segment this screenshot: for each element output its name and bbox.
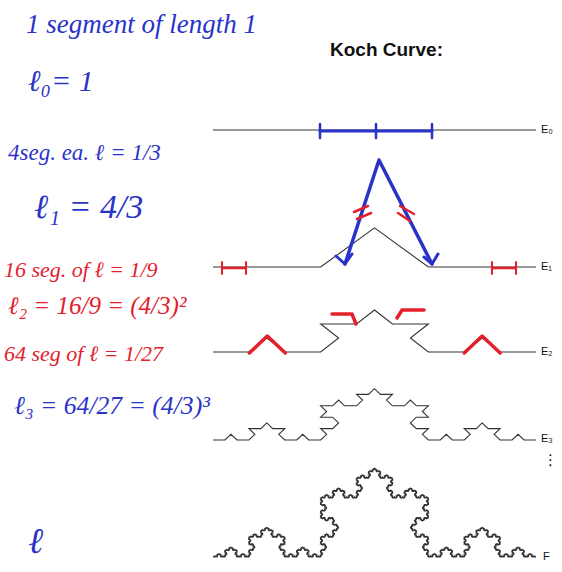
bump-trace [249, 336, 285, 353]
level-label: ⋮ [543, 452, 558, 469]
level-label: F [543, 550, 550, 562]
tick-mark [221, 262, 223, 274]
annotation-text: ℓ₂ = 16/9 = (4/3)² [8, 292, 186, 320]
tick-mark [515, 262, 517, 274]
arrow-tip [424, 254, 438, 264]
bump-trace [332, 314, 356, 324]
arrow-tip [336, 254, 352, 264]
koch-curve [213, 468, 536, 557]
koch-curve [213, 389, 536, 440]
tick-mark [431, 124, 434, 138]
tick-mark [319, 124, 322, 138]
hash-mark [357, 213, 371, 219]
level-label: E₀ [541, 123, 553, 135]
segment-mark [492, 267, 516, 270]
tick-mark [491, 262, 493, 274]
tick-mark [375, 124, 378, 138]
annotation-text: 64 seg of ℓ = 1/27 [4, 342, 163, 366]
annotation-text: ℓ₀= 1 [28, 64, 94, 97]
hash-mark [400, 206, 414, 214]
annotation-text: ℓ₃ = 64/27 = (4/3)³ [14, 392, 210, 420]
level-label: E₁ [541, 260, 552, 272]
annotation-text: ℓ₁ = 4/3 [34, 188, 143, 225]
bump-trace [464, 336, 500, 353]
tick-mark [245, 262, 247, 274]
triangle-trace [345, 160, 432, 264]
figure-title: Koch Curve: [330, 40, 443, 61]
koch-curve [213, 310, 536, 352]
annotation-text: ℓ [28, 522, 43, 562]
annotation-text: 16 seg. of ℓ = 1/9 [4, 258, 158, 282]
hash-mark [398, 213, 410, 221]
segment-mark [222, 267, 246, 270]
annotation-text: 4seg. ea. ℓ = 1/3 [8, 140, 161, 165]
koch-curve [213, 228, 536, 267]
hash-mark [354, 206, 368, 212]
bump-trace [397, 310, 424, 318]
koch-curve [213, 129, 536, 130]
level-label: E₃ [541, 432, 553, 444]
annotation-text: 1 segment of length 1 [26, 10, 257, 40]
level-label: E₂ [541, 345, 553, 357]
